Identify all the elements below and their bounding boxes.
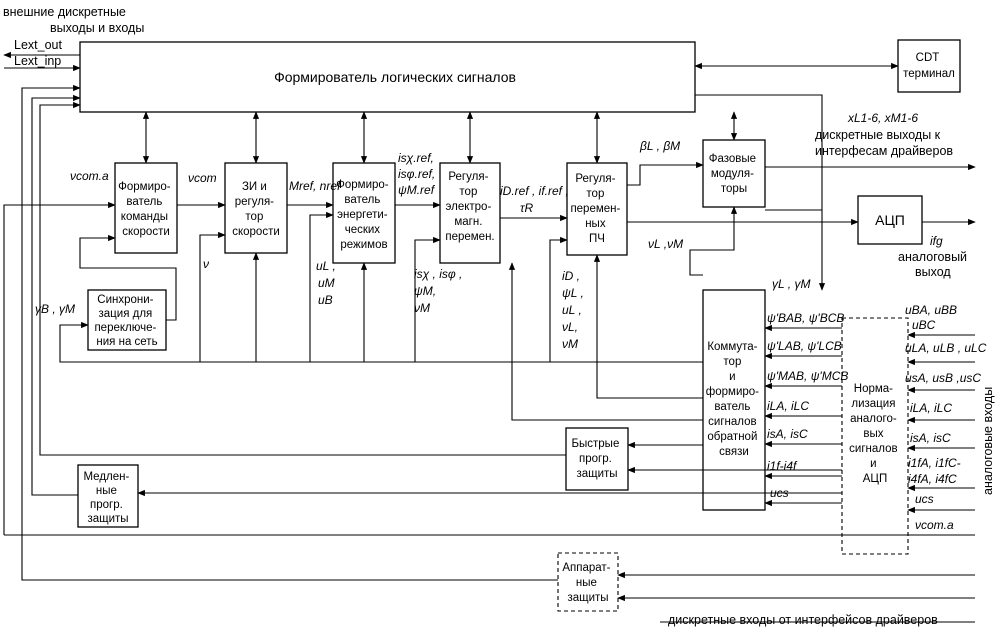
analog-out-label-1: аналоговый [898, 250, 967, 264]
v-feedback-zi [199, 231, 226, 362]
disc-in-label: дискретные входы от интерфейсов драйверо… [668, 613, 938, 627]
slow-to-logic [31, 94, 81, 496]
cdt-terminal-label: CDT терминал [903, 52, 955, 80]
lext-inp-label: Lext_inp [14, 54, 61, 68]
in-usa-label: usA, usB ,usC [905, 371, 981, 385]
pch-to-phase [627, 161, 704, 186]
vm2-label: νM [562, 337, 578, 351]
electromagnetic-regulator-block [439, 162, 501, 264]
in-i4fa-label: i4fA, i4fC [908, 472, 957, 486]
in-isa-label: isA, isC [910, 431, 951, 445]
in-vcom-label: νcom.a [915, 518, 954, 532]
electromagnetic-regulator-label: Регуля- тор электро- магн. перемен. [445, 171, 494, 243]
energy-mode-former-block [332, 162, 396, 264]
fast-protection-label: Быстрые прогр. защиты [571, 438, 622, 480]
vcom-label: νcom [188, 171, 217, 185]
vm-label: νM [414, 301, 430, 315]
in-ila-label: iLA, iLC [910, 401, 952, 415]
commutator-to-pch [593, 254, 703, 399]
tau-r-label: τR [520, 201, 533, 215]
commutator-to-emag [508, 262, 703, 421]
i1f-label: i1f-i4f [767, 459, 798, 473]
vl-label: νL, [562, 320, 578, 334]
logic-signal-former-label: Формирователь логических сигналов [274, 69, 516, 85]
vcom-a-input [3, 201, 116, 535]
in-ubc-label: uBC [912, 318, 936, 332]
psi-lab-label: ψ'LAB, ψ'LCB [767, 339, 842, 353]
cdt-terminal-block [897, 39, 961, 93]
commutator-feedback-block [702, 289, 766, 511]
in-uba-label: uBA, uBB [905, 303, 957, 317]
psim-ref-label: ψM.ref [398, 183, 436, 197]
isf-ref-label: isφ.ref, [398, 167, 435, 181]
normalization-adc-label: Норма- лизация аналого- вых сигналов и А… [849, 383, 901, 485]
external-io-title: внешние дискретные выходы и входы [3, 5, 144, 35]
xl-label: xL1-6, xM1-6 [847, 111, 918, 125]
vl-vm-feedback [689, 206, 738, 276]
v-label: ν [203, 257, 209, 271]
fast-to-logic [39, 101, 566, 456]
logic-signal-former-block [79, 41, 696, 113]
adc-block [857, 195, 923, 245]
network-sync-block [87, 289, 167, 351]
slow-protection-label: Медлен- ные прогр. защиты [83, 471, 132, 525]
analog-inputs-label: аналоговые входы [981, 387, 995, 495]
isa-isc-label: isA, isC [767, 427, 808, 441]
in-ula-label: uLA, uLB , uLC [905, 341, 987, 355]
gamma-bm-label: γB , γM [35, 302, 75, 316]
energy-feedback [309, 211, 334, 362]
logic-to-commutator [695, 94, 826, 291]
beta-label: βL , βM [639, 139, 680, 153]
energy-mode-former-label: Формиро- ватель энергети- ческих режимов [336, 179, 392, 251]
psi-bab-label: ψ'BAB, ψ'BCB [767, 311, 844, 325]
hardware-protection-label: Аппарат- ные защиты [562, 562, 613, 604]
phase-modulators-label: Фазовые модуля- торы [709, 153, 760, 195]
vcom-a-label: νcom.a [70, 169, 109, 183]
isx-label: isχ , isφ , [414, 267, 462, 281]
adc-label: АЦП [875, 212, 905, 228]
vl-vm-label: νL ,νM [648, 237, 683, 251]
slow-protection-block [77, 464, 139, 528]
normalization-adc-block [841, 317, 909, 555]
sync-to-speed-cmd [79, 234, 177, 321]
id-label: iD , [562, 269, 580, 283]
disc-out-label-2: интерфесам драйверов [815, 144, 953, 158]
commutator-feedback-label: Коммута- тор и формиро- ватель сигналов … [706, 341, 762, 458]
speed-command-former-block [114, 162, 178, 254]
um-label: uM [318, 276, 335, 290]
hardware-protection-block [557, 552, 619, 612]
psi-mab-label: ψ'MAB, ψ'MCB [767, 369, 848, 383]
pch-feedback [549, 236, 568, 362]
isx-ref-label: isχ.ref, [398, 151, 434, 165]
ul-label: uL , [316, 259, 336, 273]
network-sync-label: Синхрони- зация для переключе- ния на се… [94, 294, 159, 348]
in-ucs-label: ucs [915, 492, 934, 506]
mref-label: Mref, nref [289, 179, 342, 193]
speed-command-former-label: Формиро- ватель команды скорости [118, 181, 174, 238]
hw-to-logic [21, 84, 558, 581]
ucs-label: ucs [770, 486, 789, 500]
disc-out-label-1: дискретные выходы к [815, 128, 941, 142]
sync-feedback [59, 321, 703, 363]
emag-feedback [414, 236, 441, 362]
ifg-label: ifg [930, 234, 943, 248]
phase-modulators-block [702, 139, 766, 208]
zi-speed-regulator-block [224, 162, 288, 254]
psil-label: ψL , [562, 286, 584, 300]
ila-ilc-label: iLA, iLC [767, 399, 809, 413]
analog-out-label-2: выход [915, 265, 951, 279]
converter-regulator-label: Регуля- тор перемен- ных ПЧ [570, 173, 623, 245]
gamma-lm-label: γL , γM [772, 277, 810, 291]
lext-out-label: Lext_out [14, 38, 62, 52]
id-ref-label: iD.ref , if.ref , [500, 184, 569, 198]
in-i1fa-label: i1fA, i1fC- [908, 456, 961, 470]
zi-speed-regulator-label: ЗИ и регуля- тор скорости [232, 181, 280, 238]
ul2-label: uL , [562, 303, 582, 317]
fast-protection-block [565, 427, 629, 491]
ub-label: uB [318, 293, 333, 307]
psim-label: ψM, [414, 284, 436, 298]
